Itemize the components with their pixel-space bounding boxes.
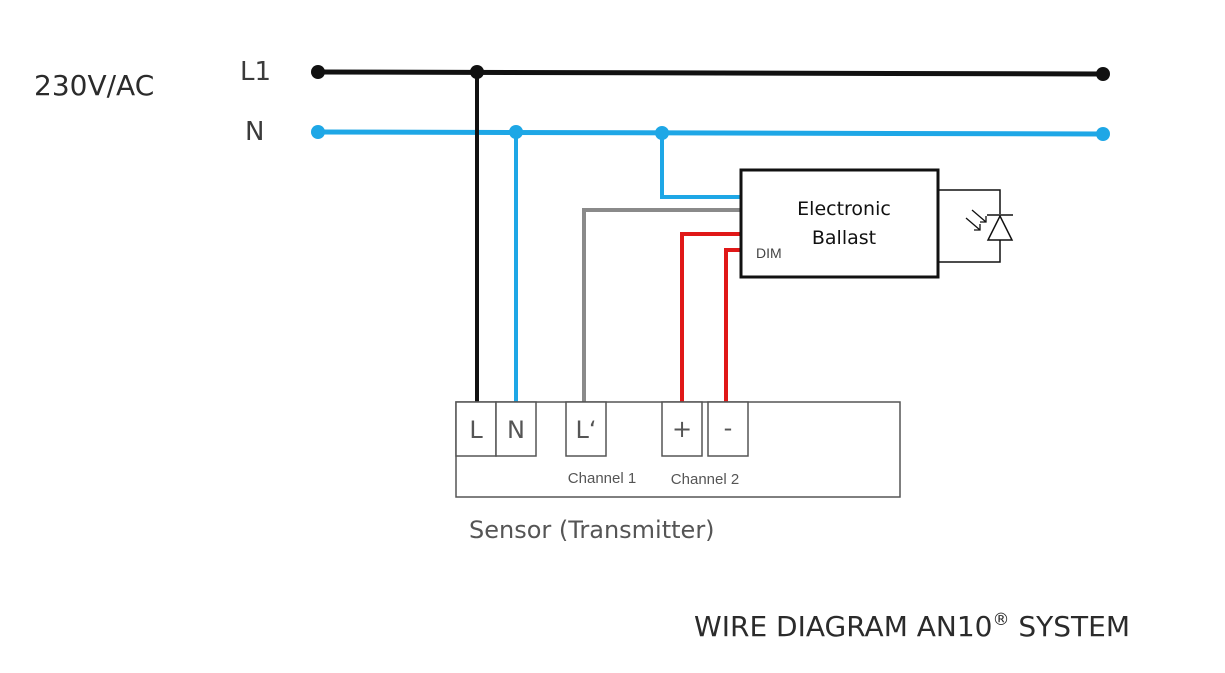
wire-switched-live: [582, 208, 741, 403]
led-leads: [938, 189, 1001, 263]
wire-n-ballast: [660, 133, 741, 199]
l1-line: [311, 65, 1110, 81]
terminal-n: [495, 401, 537, 457]
diagram-title: WIRE DIAGRAM AN10® SYSTEM: [694, 610, 1130, 643]
ballast-label-line1: Electronic: [797, 198, 891, 220]
terminal-l-prime: [565, 401, 607, 457]
wire-dim-minus: [724, 248, 741, 403]
wire-dim-plus: [680, 232, 741, 403]
electronic-ballast: Electronic Ballast DIM: [739, 168, 940, 279]
title-main: WIRE DIAGRAM AN10: [694, 610, 992, 643]
n-line: [311, 125, 1110, 141]
terminal-plus: [661, 401, 703, 457]
terminal-minus: [707, 401, 749, 457]
terminal-n-label: N: [507, 416, 525, 444]
title-registered-mark: ®: [992, 610, 1009, 630]
terminal-l-label: L: [469, 416, 483, 444]
terminal-minus-label: -: [724, 414, 733, 442]
title-suffix: SYSTEM: [1009, 610, 1130, 643]
sensor-caption: Sensor (Transmitter): [469, 516, 715, 544]
led-icon: [965, 209, 1014, 241]
terminal-plus-label: +: [672, 415, 692, 443]
l1-label: L1: [240, 57, 271, 87]
channel-2-label: Channel 2: [671, 471, 739, 488]
ballast-label-line2: Ballast: [812, 227, 876, 249]
dim-label: DIM: [756, 245, 782, 261]
channel-1-label: Channel 1: [568, 470, 636, 487]
sensor-transmitter: L N L‘ + - Channel 1 Channel 2: [455, 401, 901, 498]
n-label: N: [245, 117, 264, 147]
voltage-label: 230V/AC: [34, 69, 154, 102]
terminal-l-prime-label: L‘: [576, 416, 597, 444]
